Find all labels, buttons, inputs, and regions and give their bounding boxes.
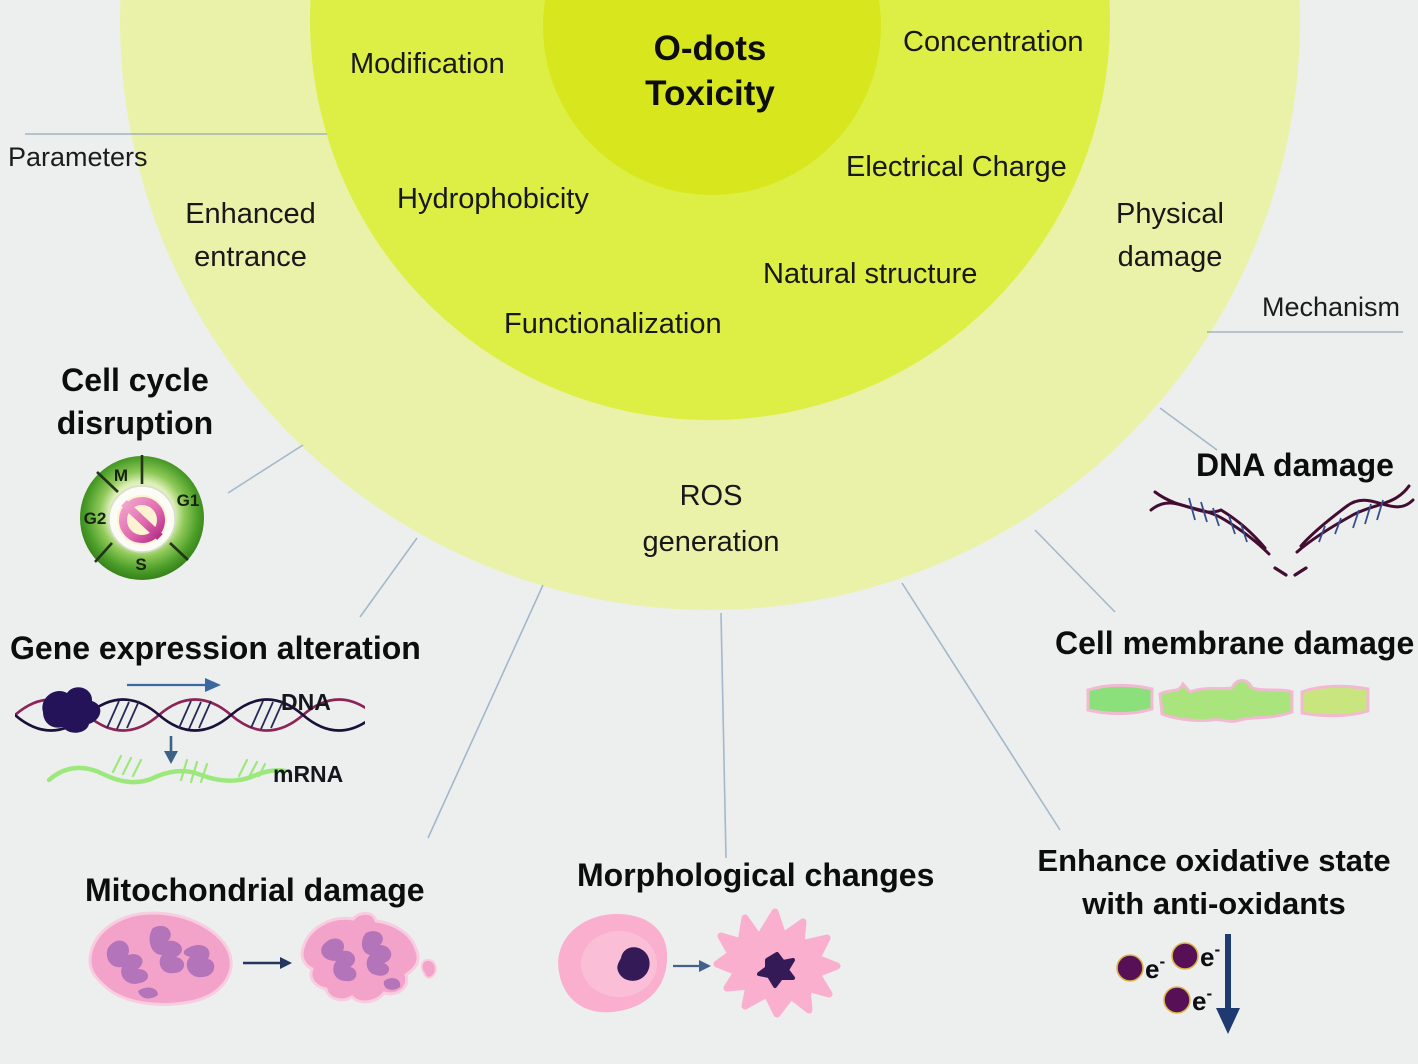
phase-m-label: M	[114, 466, 128, 485]
normal-cell	[558, 914, 668, 1013]
svg-text:e-: e-	[1192, 984, 1212, 1016]
morphology-icon	[558, 908, 841, 1018]
prohibition-slash	[121, 500, 163, 540]
electron-3: e-	[1163, 984, 1212, 1016]
cell-cycle-line2: disruption	[56, 405, 214, 441]
broken-fragment	[1273, 566, 1308, 577]
healthy-mitochondrion	[88, 911, 233, 1006]
electron-symbol: e	[1145, 954, 1159, 984]
membrane-segment-3	[1300, 684, 1370, 718]
mrna-label: mRNA	[273, 761, 343, 787]
deformed-cell	[713, 908, 841, 1018]
cycle-phase-dividers	[94, 455, 189, 563]
param-hydrophobicity: Hydrophobicity	[397, 183, 589, 215]
mito-fragment-droplet	[420, 959, 437, 980]
heading-cell-cycle-disruption: Cell cycle disruption	[35, 359, 235, 445]
connector-oxidative	[901, 582, 1061, 831]
cell-cycle-icon: M G1 G2 S	[80, 455, 204, 580]
ros-line1: ROS	[679, 480, 743, 512]
param-concentration: Concentration	[903, 26, 1084, 58]
physical-damage-line1: Physical	[1116, 198, 1224, 230]
heading-dna-damage: DNA damage	[1196, 447, 1394, 483]
electron-charge: -	[1214, 940, 1220, 959]
broken-helix	[1149, 484, 1415, 556]
heading-enhance-oxidative: Enhance oxidative state with anti-oxidan…	[1026, 839, 1402, 925]
param-electrical-charge: Electrical Charge	[846, 151, 1067, 183]
transcription-down-arrow	[164, 736, 178, 764]
electron-transfer-icon: e- e- e-	[1116, 934, 1240, 1034]
cell-nucleus	[617, 947, 650, 981]
param-functionalization: Functionalization	[504, 308, 722, 340]
oxidative-line2: with anti-oxidants	[1082, 886, 1346, 921]
param-ros-generation: ROS generation	[611, 473, 811, 565]
connector-dna-damage	[1159, 407, 1218, 451]
connector-mitochondrial	[427, 584, 544, 839]
connector-gene-expression	[359, 537, 418, 618]
prohibition-icon	[119, 497, 165, 543]
oxidative-line1: Enhance oxidative state	[1037, 843, 1391, 878]
heading-gene-expression: Gene expression alteration	[10, 630, 421, 666]
damaged-mitochondrion	[300, 911, 437, 1004]
enhanced-entrance-line1: Enhanced	[185, 198, 316, 230]
membrane-segment-1	[1086, 683, 1154, 716]
helix-base-pairs	[1188, 497, 1384, 543]
param-modification: Modification	[350, 48, 505, 80]
cell-cycle-line1: Cell cycle	[61, 362, 209, 398]
mitochondria-icon	[88, 911, 437, 1006]
param-natural-structure: Natural structure	[763, 258, 978, 290]
heading-mitochondrial-damage: Mitochondrial damage	[85, 872, 425, 908]
heading-cell-membrane-damage: Cell membrane damage	[1055, 625, 1415, 661]
connector-cell-membrane	[1034, 529, 1116, 613]
param-physical-damage: Physical damage	[1090, 193, 1250, 279]
dna-label: DNA	[281, 689, 331, 715]
page-title: O-dots Toxicity	[555, 26, 865, 116]
title-line2: Toxicity	[645, 74, 775, 113]
electron-symbol: e	[1200, 942, 1214, 972]
deformed-nucleus	[757, 952, 795, 988]
electron-charge: -	[1159, 952, 1165, 971]
electron-charge: -	[1206, 984, 1212, 1003]
membrane-segment-2	[1158, 679, 1294, 723]
connector-morphological	[720, 612, 727, 859]
enhanced-entrance-line2: entrance	[194, 241, 307, 273]
mrna-strand	[46, 754, 288, 785]
transcription-factor-blob	[42, 687, 101, 733]
svg-text:e-: e-	[1145, 952, 1165, 984]
dna-damage-icon	[1149, 484, 1415, 577]
title-line1: O-dots	[653, 29, 767, 68]
physical-damage-line2: damage	[1117, 241, 1223, 273]
heading-morphological-changes: Morphological changes	[577, 857, 935, 893]
phase-g1-label: G1	[177, 491, 200, 510]
mechanism-label: Mechanism	[1262, 292, 1401, 322]
mito-arrow	[243, 957, 292, 969]
cell-membrane-icon	[1086, 679, 1370, 723]
dna-base-pairs	[106, 700, 284, 730]
transcription-right-arrow	[127, 678, 221, 692]
electron-symbol: e	[1192, 986, 1206, 1016]
connector-cell-cycle	[227, 444, 304, 494]
morpho-arrow	[673, 960, 711, 972]
electron-1: e-	[1116, 952, 1165, 984]
ros-line2: generation	[642, 526, 780, 558]
phase-s-label: S	[135, 555, 146, 574]
svg-text:e-: e-	[1200, 940, 1220, 972]
oxidation-down-arrow	[1216, 934, 1240, 1034]
param-enhanced-entrance: Enhanced entrance	[163, 193, 338, 279]
electron-2: e-	[1171, 940, 1220, 972]
gene-expression-icon: DNA mRNA	[15, 678, 365, 787]
phase-g2-label: G2	[84, 509, 107, 528]
parameters-label: Parameters	[8, 142, 148, 172]
